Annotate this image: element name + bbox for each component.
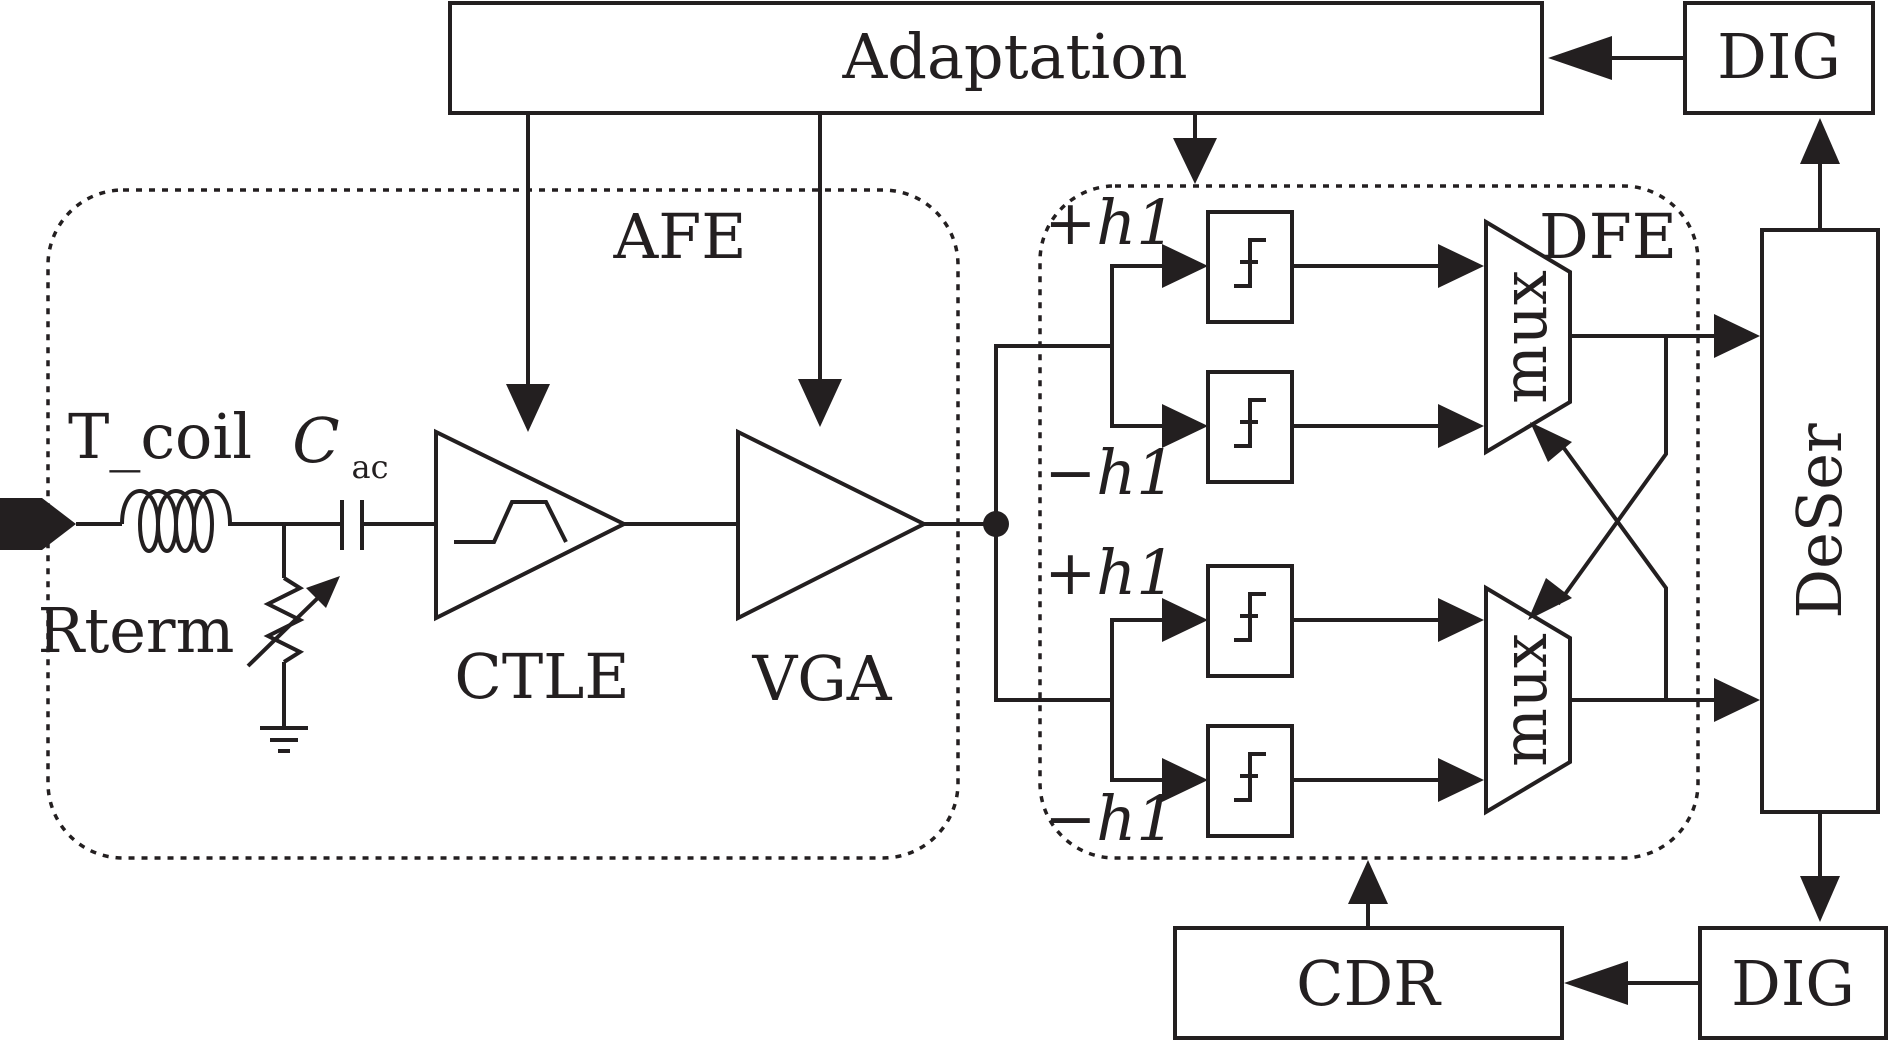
dfe-branch-3 [1110,618,1170,700]
mux-upper-label: mux [1488,270,1561,404]
comp3-to-mux2-arrowhead [1438,598,1484,642]
rterm-label: Rterm [38,594,235,667]
adaptation-block [448,1,1544,115]
cdr-label: CDR [1296,947,1442,1020]
cdr-to-dfe-arrowhead [1348,860,1388,904]
deser-label: DeSer [1783,423,1856,619]
comparator-2 [1206,370,1294,484]
ctle-label: CTLE [454,640,629,713]
dfe-group-outline [1038,184,1700,860]
dfe-bus-upper [994,344,1112,524]
cdr-block [1173,926,1564,1040]
feedback-upper-to-lower-arrowhead [1528,578,1572,620]
tap-plus-h1-lower: +h1 [1044,536,1175,609]
vga-amplifier [736,428,929,622]
tap-minus-h1-upper: −h1 [1044,436,1175,509]
adaptation-label: Adaptation [842,20,1188,93]
ctle-amplifier [434,428,629,622]
dfe-branch-2 [1110,346,1170,428]
dfe-bus-lower [994,524,1112,702]
comparator-4 [1206,724,1294,838]
deser-to-dig-bottom-arrowhead [1800,876,1840,922]
mux-lower [1484,584,1572,816]
dig-top-label: DIG [1717,20,1841,93]
feedback-lower-to-upper-arrowhead [1530,422,1572,462]
dfe-branch-1 [1110,264,1170,346]
adapt-to-vga-arrowhead [798,379,842,427]
comp1-to-mux1-arrowhead [1438,244,1484,288]
mux-upper-to-deser-arrowhead [1714,314,1760,358]
tap-plus-h1-upper: +h1 [1044,186,1175,259]
vga-label: VGA [751,642,892,715]
dig-bottom-block [1698,926,1888,1040]
ctle-filter-symbol [454,500,568,544]
input-pad [0,498,76,550]
rterm-variable-arrowhead [306,576,340,608]
comparator-1 [1206,210,1294,324]
mux-upper [1484,218,1572,456]
comparator-2-input-arrowhead [1162,404,1208,448]
mux-lower-label: mux [1488,633,1561,767]
tcoil-inductor [120,489,236,553]
dfe-label: DFE [1539,200,1677,273]
adapt-to-ctle-arrowhead [506,384,550,432]
dig-to-adaptation-arrowhead [1548,36,1612,80]
dig-to-cdr-arrowhead [1564,961,1628,1005]
dfe-branch-4 [1110,700,1170,782]
rterm-resistor [263,576,305,664]
deser-to-dig-top-arrowhead [1800,118,1840,164]
rterm-variable-arrow [246,588,328,668]
comparator-3-input-arrowhead [1162,598,1208,642]
dig-bottom-label: DIG [1731,947,1855,1020]
comp2-to-mux1-arrowhead [1438,404,1484,448]
cac-label: C [292,404,339,477]
dig-top-block [1683,1,1875,115]
feedback-lower-to-upper-select [1556,438,1668,700]
adapt-to-dfe-arrowhead [1173,138,1217,184]
deser-block [1760,228,1880,814]
comparator-4-input-arrowhead [1162,758,1208,802]
comp4-to-mux2-arrowhead [1438,758,1484,802]
mux-lower-to-deser-arrowhead [1714,678,1760,722]
afe-label: AFE [612,200,746,273]
cac-subscript: ac [352,448,389,486]
tap-minus-h1-lower: −h1 [1044,782,1175,855]
tcoil-label: T_coil [68,400,252,473]
feedback-upper-to-lower-select [1556,336,1668,606]
comparator-3 [1206,564,1294,678]
comparator-1-input-arrowhead [1162,244,1208,288]
